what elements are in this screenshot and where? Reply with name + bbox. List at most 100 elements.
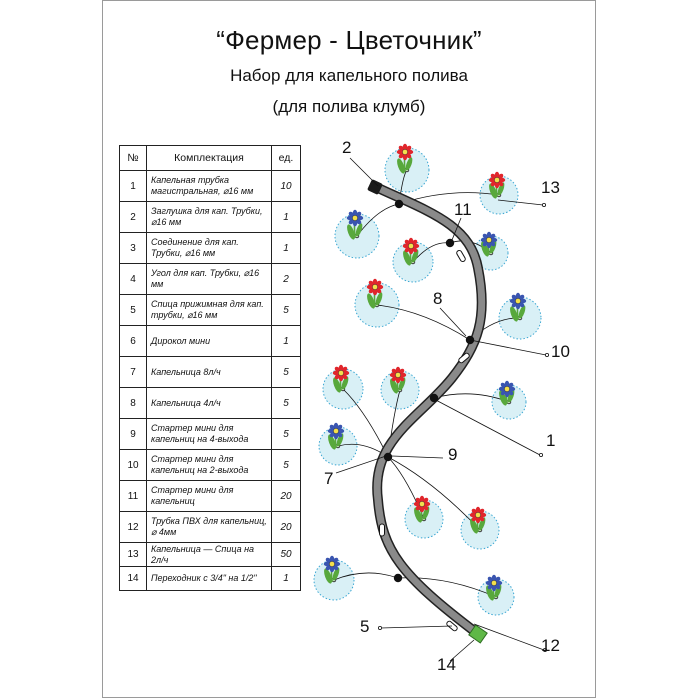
item-number: 3 xyxy=(119,232,147,264)
item-quantity: 50 xyxy=(271,542,301,567)
item-number: 10 xyxy=(119,449,147,481)
leaf-icon xyxy=(375,292,383,306)
blue-flower-petal xyxy=(494,576,501,583)
item-quantity: 5 xyxy=(271,387,301,419)
leaf-icon xyxy=(411,249,419,263)
callout-5: 5 xyxy=(360,617,369,636)
leaf-icon xyxy=(403,250,411,266)
leaf-icon xyxy=(489,183,497,199)
item-quantity: 20 xyxy=(271,511,301,543)
red-flower-petal xyxy=(398,368,405,375)
blue-flower-petal xyxy=(355,211,362,218)
clamp-pin xyxy=(458,352,470,364)
flower-center xyxy=(352,215,358,221)
leaf-icon xyxy=(333,377,341,393)
flower-center xyxy=(333,428,339,434)
leaf-icon xyxy=(510,306,518,322)
callout-12: 12 xyxy=(541,636,560,655)
red-flower-petal xyxy=(375,280,382,287)
flower-center xyxy=(494,177,500,183)
item-quantity: 5 xyxy=(271,294,301,326)
item-name: Переходник с 3/4" на 1/2" xyxy=(146,566,272,591)
leaf-icon xyxy=(328,434,336,450)
item-number: 1 xyxy=(119,170,147,202)
item-quantity: 1 xyxy=(271,232,301,264)
item-name: Спица прижимная для кап. трубки, ⌀16 мм xyxy=(146,294,272,326)
leaf-icon xyxy=(347,224,355,240)
poster-title: “Фермер - Цветочник” xyxy=(216,25,482,55)
blue-flower-petal xyxy=(489,233,496,240)
red-flower-petal xyxy=(422,497,429,504)
leaf-icon xyxy=(390,378,398,394)
flower-center xyxy=(475,512,481,518)
leaf-icon xyxy=(405,157,413,171)
blue-flower-petal xyxy=(336,424,343,431)
flower-center xyxy=(395,372,401,378)
item-quantity: 5 xyxy=(271,449,301,481)
item-number: 5 xyxy=(119,294,147,326)
flower-center xyxy=(419,501,425,507)
red-flower-petal xyxy=(411,239,418,246)
leaf-icon xyxy=(470,518,478,534)
drip-tube xyxy=(333,572,399,581)
red-flower-petal xyxy=(478,508,485,515)
leaf-icon xyxy=(397,158,405,174)
poster-subtitle-note: (для полива клумб) xyxy=(272,97,426,116)
leaf-icon xyxy=(332,567,340,581)
poster-subtitle: Набор для капельного полива xyxy=(230,66,468,85)
callout-7: 7 xyxy=(324,469,333,488)
item-number: 8 xyxy=(119,387,147,419)
starter-fitting xyxy=(445,238,455,248)
red-flower-petal xyxy=(497,173,504,180)
flower-center xyxy=(486,237,492,243)
item-name: Трубка ПВХ для капельниц, ⌀ 4мм xyxy=(146,511,272,543)
callout-11: 11 xyxy=(454,200,472,219)
leaf-icon xyxy=(414,507,422,523)
main-drip-pipe-inner xyxy=(373,184,486,638)
leaf-icon xyxy=(324,568,332,584)
leaf-icon xyxy=(367,293,375,309)
adapter-fitting xyxy=(468,624,488,644)
callout-10: 10 xyxy=(551,342,570,361)
red-flower-petal xyxy=(341,366,348,373)
flower-center xyxy=(504,386,510,392)
leaf-icon xyxy=(486,585,494,601)
flower-center xyxy=(515,298,521,304)
flower-center xyxy=(402,149,408,155)
drip-tube xyxy=(376,304,471,341)
starter-fitting xyxy=(383,452,393,462)
clamp-pin xyxy=(379,523,385,537)
flower-center xyxy=(329,561,335,567)
callout-13: 13 xyxy=(541,178,560,197)
item-name: Капельная трубка магистральная, ⌀16 мм xyxy=(146,170,272,202)
red-flower-petal xyxy=(405,145,412,152)
callout-2: 2 xyxy=(342,138,351,157)
item-name: Стартер мини для капельниц на 4-выхода xyxy=(146,418,272,450)
blue-flower-petal xyxy=(332,557,339,564)
callout-leaders xyxy=(335,157,550,662)
item-name: Капельница — Спица на 2л/ч xyxy=(146,542,272,567)
leaf-icon xyxy=(355,223,363,237)
end-plug xyxy=(367,179,383,195)
flower-center xyxy=(338,370,344,376)
callout-14: 14 xyxy=(437,655,456,674)
callout-9: 9 xyxy=(448,445,457,464)
item-name: Угол для кап. Трубки, ⌀16 мм xyxy=(146,263,272,295)
flower-center xyxy=(408,243,414,249)
item-number: 2 xyxy=(119,201,147,233)
item-quantity: 1 xyxy=(271,566,301,591)
starter-fitting xyxy=(394,199,404,209)
leaf-icon xyxy=(518,305,526,319)
blue-flower-petal xyxy=(518,294,525,301)
